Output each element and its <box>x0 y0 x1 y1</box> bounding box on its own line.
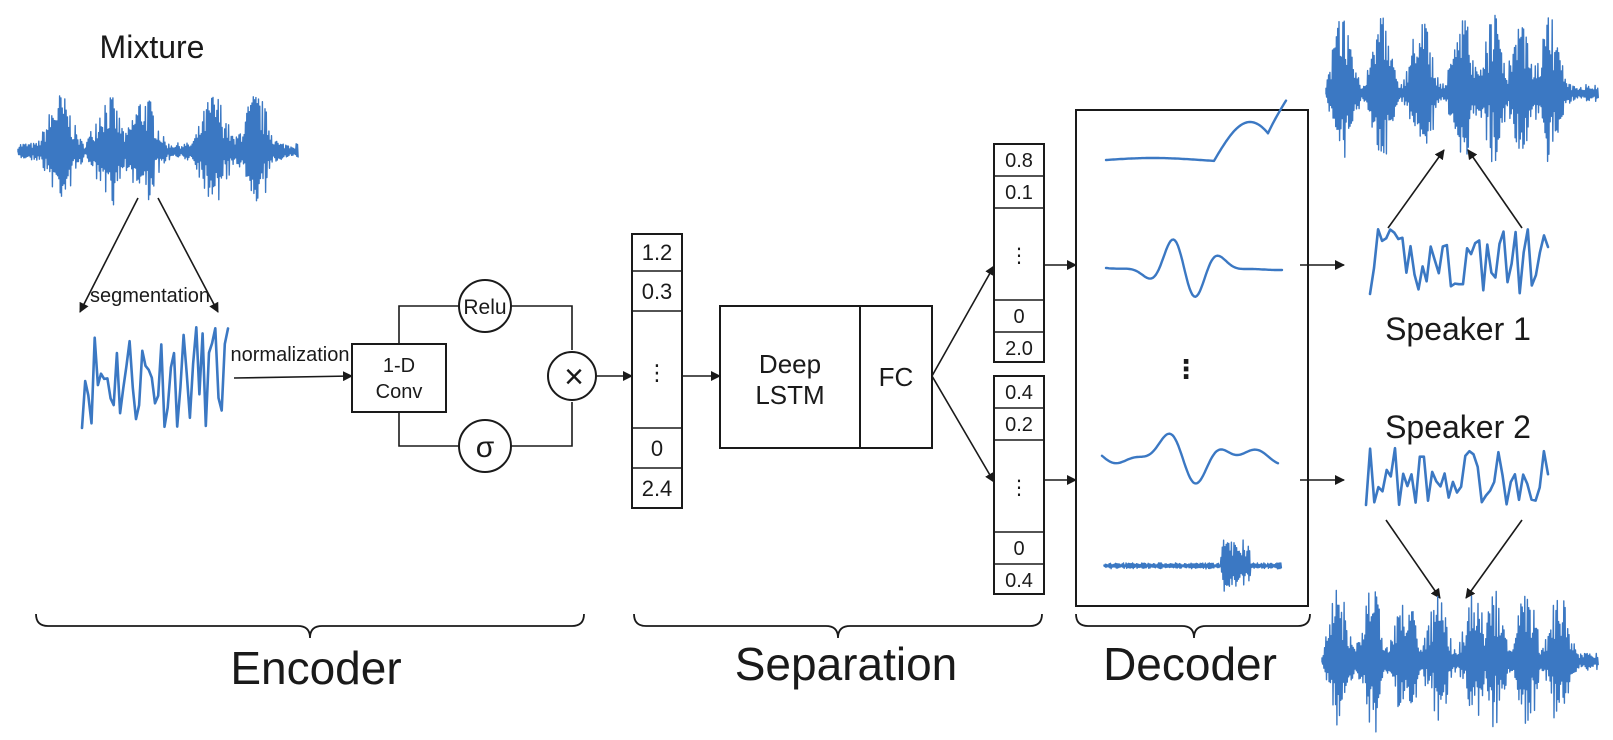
mask1-cell-1: 0.1 <box>1005 182 1033 204</box>
mask-vector-2: 0.4 0.2 ⋮ 0 0.4 <box>993 375 1045 595</box>
mask-vector-1: 0.8 0.1 ⋮ 0 2.0 <box>993 143 1045 363</box>
encoded-vector: 1.2 0.3 ⋮ 0 2.4 <box>631 233 683 509</box>
basis-waveform-2 <box>1104 238 1284 298</box>
relu-node: Relu <box>458 279 512 333</box>
mask2-cell-4: 0.4 <box>1005 570 1033 592</box>
encoded-vector-cell-3: 0 <box>651 436 663 461</box>
speaker1-up-arrow-left <box>1387 149 1445 229</box>
encoder-section-label: Encoder <box>230 642 401 694</box>
multiply-symbol: × <box>564 358 584 396</box>
encoded-vector-cell-1: 0.3 <box>642 279 673 304</box>
conv-block: 1-D Conv <box>351 343 447 413</box>
mask2-cell-3: 0 <box>1013 538 1024 560</box>
encoder-brace <box>35 613 585 639</box>
decoder-brace <box>1075 613 1311 639</box>
relu-branch-out <box>510 305 573 350</box>
segmentation-arrow-right <box>157 197 219 313</box>
segment-waveform <box>80 326 230 430</box>
mask1-cell-2: ⋮ <box>1009 245 1029 267</box>
relu-branch-in <box>398 305 460 344</box>
basis-waveform-3 <box>1100 432 1280 485</box>
fc-to-speaker1-arrow <box>931 265 995 377</box>
mask1-cell-0: 0.8 <box>1005 150 1033 172</box>
sigma-node: σ <box>458 419 512 473</box>
sigma-branch-out <box>510 402 573 447</box>
sigma-branch-in <box>398 412 460 447</box>
separation-section-label: Separation <box>735 638 958 690</box>
fc-label: FC <box>879 362 914 392</box>
multiply-node: × <box>547 351 597 401</box>
basis-waveform-4 <box>1103 539 1283 592</box>
deep-lstm-label-line2: LSTM <box>755 380 824 410</box>
speaker1-segment-waveform <box>1368 228 1550 296</box>
segmentation-arrow-left <box>79 197 139 313</box>
mask2-cell-2: ⋮ <box>1009 477 1029 499</box>
decoder-section-label: Decoder <box>1103 638 1277 690</box>
speaker1-up-arrow-right <box>1467 149 1523 229</box>
segmentation-label: segmentation <box>90 285 210 307</box>
mask1-cell-4: 2.0 <box>1005 338 1033 360</box>
normalization-label: normalization <box>231 344 350 366</box>
speaker2-label: Speaker 2 <box>1385 409 1531 445</box>
speaker2-down-arrow-right <box>1465 519 1523 599</box>
speaker2-full-waveform <box>1321 589 1599 733</box>
separation-brace <box>633 613 1043 639</box>
speaker1-label: Speaker 1 <box>1385 311 1531 347</box>
speaker2-down-arrow-left <box>1385 519 1441 599</box>
sigma-label: σ <box>476 431 495 464</box>
deep-lstm-label-line1: Deep <box>759 349 821 379</box>
mask2-cell-0: 0.4 <box>1005 382 1033 404</box>
encoded-vector-cell-0: 1.2 <box>642 240 673 265</box>
fc-to-speaker2-arrow <box>931 375 995 483</box>
mixture-waveform <box>17 95 299 206</box>
lstm-fc-block: Deep LSTM FC <box>719 305 933 449</box>
normalization-arrow <box>233 371 353 382</box>
encoded-vector-cell-2: ⋮ <box>646 360 668 385</box>
speaker1-full-waveform <box>1325 14 1599 163</box>
conv-label-line2: Conv <box>376 381 423 403</box>
basis-waveform-1 <box>1104 99 1288 163</box>
mask2-cell-1: 0.2 <box>1005 414 1033 436</box>
mixture-title: Mixture <box>100 29 205 65</box>
decoder-ellipsis: ⋮ <box>1173 354 1199 384</box>
conv-label-line1: 1-D <box>383 355 415 377</box>
decoder-box <box>1075 109 1309 607</box>
speaker2-segment-waveform <box>1364 446 1550 507</box>
mask1-cell-3: 0 <box>1013 306 1024 328</box>
encoded-vector-cell-4: 2.4 <box>642 476 673 501</box>
relu-label: Relu <box>463 296 506 319</box>
